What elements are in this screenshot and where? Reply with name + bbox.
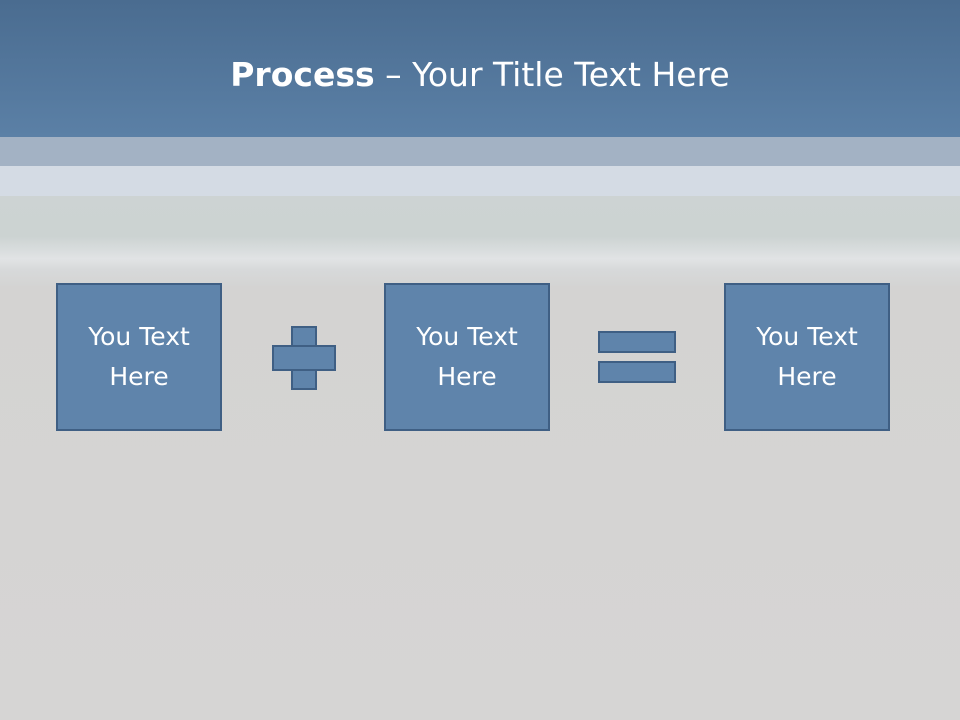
plus-center <box>293 347 315 369</box>
equals-bottom-bar <box>598 361 676 383</box>
subband-light-blue <box>0 137 960 166</box>
plus-icon <box>272 326 336 390</box>
process-step-text-1: You Text Here <box>88 322 190 391</box>
title-rest: – Your Title Text Here <box>374 55 730 94</box>
process-step-box-2: You Text Here <box>384 283 550 431</box>
sea-background <box>0 196 960 286</box>
title-band <box>0 0 960 137</box>
process-step-box-1: You Text Here <box>56 283 222 431</box>
process-step-text-2: You Text Here <box>416 322 518 391</box>
subband-pale-blue <box>0 166 960 196</box>
slide-title: Process – Your Title Text Here <box>0 48 960 102</box>
title-strong: Process <box>230 55 375 94</box>
process-step-text-3: You Text Here <box>756 322 858 391</box>
equals-top-bar <box>598 331 676 353</box>
equals-icon <box>598 331 676 383</box>
process-step-box-3: You Text Here <box>724 283 890 431</box>
